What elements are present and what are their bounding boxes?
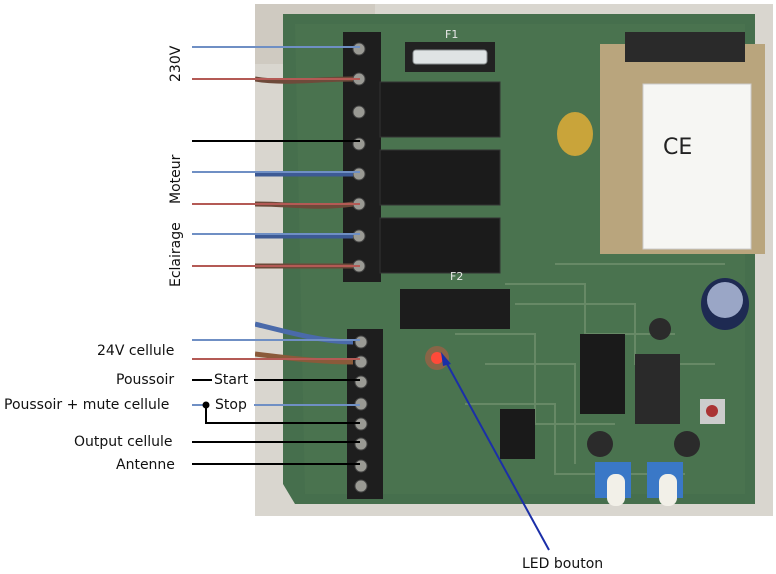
label-stop: Stop	[215, 397, 247, 413]
svg-text:F1: F1	[445, 28, 458, 41]
svg-text:F2: F2	[450, 270, 463, 283]
label-poussoir-mute: Poussoir + mute cellule	[4, 397, 170, 413]
ic-chip-2	[500, 409, 535, 459]
ic-chip-1	[580, 334, 625, 414]
label-antenne: Antenne	[116, 457, 175, 473]
label-24v-cellule: 24V cellule	[97, 343, 175, 359]
fuse-f2-holder	[400, 289, 510, 329]
yellow-capacitor	[557, 112, 593, 156]
label-poussoir: Poussoir	[116, 372, 175, 388]
label-start: Start	[214, 372, 249, 388]
relay-1	[379, 81, 501, 138]
relay-3	[379, 217, 501, 274]
svg-text:CE: CE	[663, 135, 692, 160]
dip-switch	[635, 354, 680, 424]
relay-2	[379, 149, 501, 206]
led-arrow-line	[444, 359, 550, 551]
label-moteur: Moteur	[168, 154, 184, 204]
led	[431, 352, 443, 364]
mute-junction-dot	[202, 401, 210, 409]
transformer-label	[642, 83, 752, 250]
label-eclairage: Eclairage	[168, 222, 184, 287]
label-output-cellule: Output cellule	[74, 434, 173, 450]
line-mute-loop	[205, 405, 360, 424]
label-led-bouton: LED bouton	[522, 556, 604, 572]
fuse-f1	[412, 49, 488, 65]
led-arrow-head	[441, 352, 451, 366]
transformer-top	[625, 32, 745, 62]
control-board-photo: F1 F2 CE	[255, 4, 773, 516]
label-230v: 230V	[168, 45, 184, 82]
